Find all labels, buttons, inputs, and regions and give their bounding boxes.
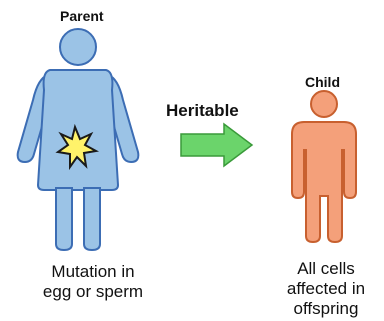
- parent-caption-line: egg or sperm: [18, 282, 168, 302]
- heritable-label: Heritable: [166, 101, 239, 121]
- child-caption-line: affected in: [266, 279, 384, 299]
- child-caption: All cells affected in offspring: [266, 259, 384, 319]
- parent-caption: Mutation in egg or sperm: [18, 262, 168, 302]
- parent-dress: [38, 70, 118, 190]
- child-body: [292, 122, 356, 242]
- parent-left-leg: [56, 188, 72, 250]
- parent-caption-line: Mutation in: [18, 262, 168, 282]
- child-caption-line: offspring: [266, 299, 384, 319]
- parent-right-leg: [84, 188, 100, 250]
- child-caption-line: All cells: [266, 259, 384, 279]
- parent-head: [60, 29, 96, 65]
- child-label: Child: [305, 74, 340, 90]
- child-figure-icon: [292, 91, 356, 242]
- child-head: [311, 91, 337, 117]
- parent-label: Parent: [60, 8, 104, 24]
- right-arrow-icon: [181, 124, 252, 166]
